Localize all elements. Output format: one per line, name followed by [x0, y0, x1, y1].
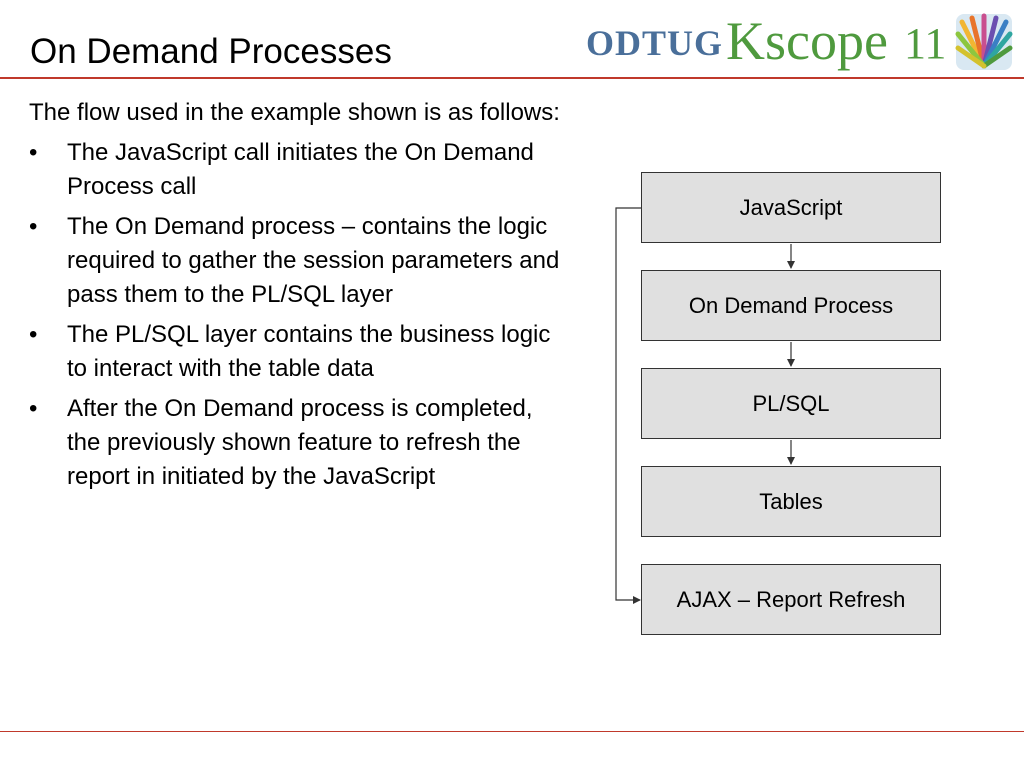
bullet-dot: • — [29, 395, 38, 422]
slide-title: On Demand Processes — [30, 32, 392, 71]
kscope-sunburst-icon — [955, 13, 1013, 70]
flow-box-on-demand-process: On Demand Process — [641, 270, 941, 341]
bullet-dot: • — [29, 213, 38, 240]
body-text: The flow used in the example shown is as… — [29, 96, 569, 500]
logo-number-text: 11 — [904, 19, 947, 68]
bullet-text: After the On Demand process is completed… — [67, 395, 533, 490]
header-divider — [0, 77, 1024, 79]
bullet-text: The On Demand process – contains the log… — [67, 213, 560, 308]
bullet-dot: • — [29, 321, 38, 348]
flow-box-plsql: PL/SQL — [641, 368, 941, 439]
bullet-item: • The On Demand process – contains the l… — [29, 210, 569, 312]
bullet-item: • After the On Demand process is complet… — [29, 392, 569, 494]
bullet-dot: • — [29, 139, 38, 166]
bullet-item: • The JavaScript call initiates the On D… — [29, 136, 569, 204]
odtug-kscope-logo: ODTUG Kscope 11 — [586, 11, 1016, 74]
footer-divider — [0, 731, 1024, 732]
flow-box-tables: Tables — [641, 466, 941, 537]
flow-box-ajax-report-refresh: AJAX – Report Refresh — [641, 564, 941, 635]
bullet-text: The PL/SQL layer contains the business l… — [67, 321, 551, 382]
logo-odtug-text: ODTUG — [586, 23, 724, 63]
bullet-item: • The PL/SQL layer contains the business… — [29, 318, 569, 386]
intro-paragraph: The flow used in the example shown is as… — [29, 99, 560, 126]
logo-kscope-text: Kscope — [726, 11, 888, 71]
bullet-text: The JavaScript call initiates the On Dem… — [67, 139, 534, 200]
flow-box-javascript: JavaScript — [641, 172, 941, 243]
arrow-javascript-to-ajax — [615, 207, 641, 604]
